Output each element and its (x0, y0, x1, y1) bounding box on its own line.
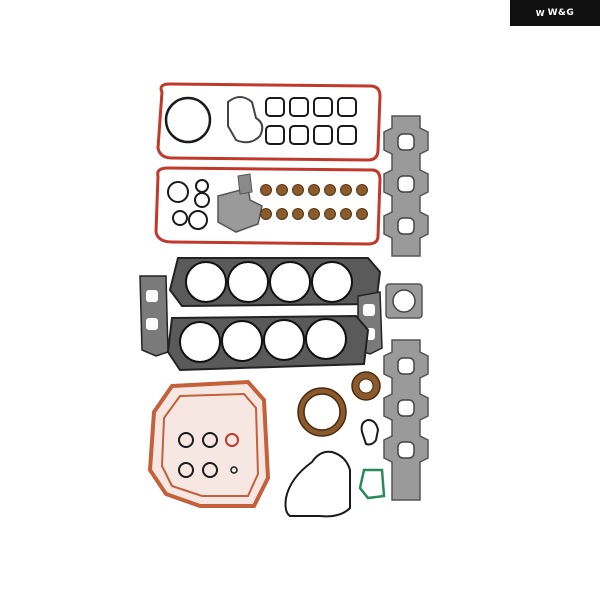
thermostat-gasket (358, 468, 386, 500)
valve-stem-seals (260, 184, 368, 220)
throttle-body-gasket (385, 283, 423, 319)
brand-badge: W W&G (510, 0, 600, 26)
valve-cover-gasket-upper (156, 82, 382, 162)
timing-cover-gasket (147, 379, 271, 508)
rear-main-seal (297, 387, 347, 437)
intake-port-gaskets-top (265, 97, 357, 145)
exhaust-manifold-gasket-right-top (383, 115, 429, 257)
brand-name: W&G (547, 8, 575, 18)
cylinder-head-gasket-lower (166, 314, 370, 372)
intake-manifold-gasket-left (139, 275, 169, 357)
exhaust-manifold-gasket-right-bottom (383, 339, 429, 501)
front-crankshaft-seal (351, 371, 381, 401)
cylinder-head-gasket-upper (168, 257, 382, 308)
oil-pump-gasket (284, 450, 351, 518)
brand-logo-icon: W (535, 8, 545, 18)
water-outlet-gasket (360, 418, 380, 446)
valve-cover-gasket-lower (154, 166, 382, 246)
